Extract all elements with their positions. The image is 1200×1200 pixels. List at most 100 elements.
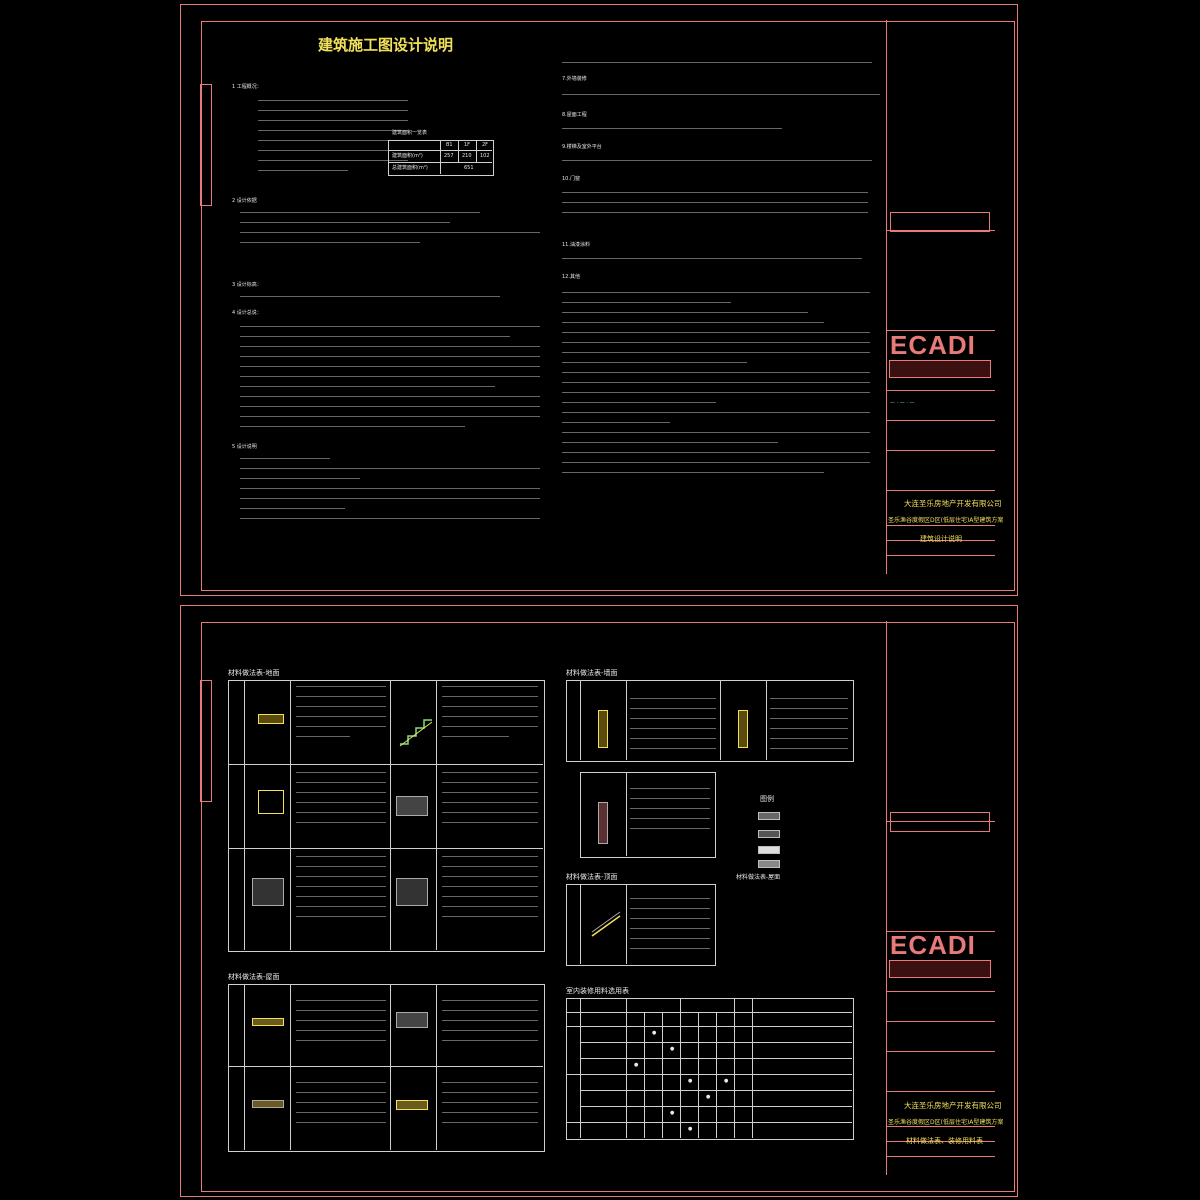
usage-mark: ● [688, 1078, 693, 1084]
drawing-name: 建筑设计说明 [920, 535, 962, 543]
ecadi-logo: ECADI [890, 930, 976, 960]
sheet-inner-frame [201, 21, 1015, 591]
title-block-small-table [890, 212, 990, 232]
table-rule [228, 1066, 543, 1067]
area-row-label: 总建筑面积(m²) [392, 165, 428, 171]
table-rule [436, 680, 437, 950]
section-heading: 8.屋面工程 [562, 112, 587, 118]
title-block-small-table [890, 812, 990, 832]
table-rule [580, 884, 581, 964]
table-rule [440, 140, 441, 174]
table-rule [566, 1026, 852, 1027]
section-heading: 2 设计依据 [232, 198, 257, 204]
notes-col-right-f [562, 258, 862, 268]
notes-col-right-d [562, 160, 872, 170]
usage-mark: ● [634, 1062, 639, 1068]
margin-stamp [200, 84, 212, 206]
section-heading: 10.门窗 [562, 176, 580, 182]
table-rule [566, 1122, 852, 1123]
project-name: 圣乐渔谷度假区D区(低层住宅)A型建筑方案 [888, 517, 1004, 524]
roof-spec-text [442, 1000, 538, 1050]
sheet-design-notes [180, 4, 1018, 596]
table-rule [752, 998, 753, 1138]
area-col-header: 2F [482, 142, 489, 148]
table-rule [390, 984, 391, 1150]
sheet-inner-frame [201, 622, 1015, 1192]
notes-col-left-e [240, 458, 540, 528]
usage-mark: ● [706, 1094, 711, 1100]
usage-mark: ● [652, 1030, 657, 1036]
table-title: 材料做法表-屋面 [228, 973, 280, 981]
area-col-header: 1F [464, 142, 471, 148]
table-rule [290, 984, 291, 1150]
floor-spec-text [296, 856, 386, 926]
section-heading: 9.楼梯及室外平台 [562, 144, 602, 150]
area-table [388, 140, 494, 176]
logo-band [889, 960, 991, 978]
table-rule [228, 764, 543, 765]
table-title: 材料做法表-墙面 [566, 669, 618, 677]
page-title: 建筑施工图设计说明 [318, 36, 454, 54]
table-rule [766, 680, 767, 760]
area-cell: 210 [462, 153, 472, 159]
notes-col-right-g [562, 292, 870, 482]
table-rule [734, 998, 735, 1138]
table-rule [680, 998, 681, 1138]
wall-swatch [598, 710, 608, 748]
notes-col-left-c [240, 296, 500, 306]
table-title: 材料做法表-地面 [228, 669, 280, 677]
table-rule [458, 140, 459, 162]
wall-swatch [738, 710, 748, 748]
floor-spec-text [442, 856, 538, 926]
floor-spec-text [296, 772, 386, 832]
floor-swatch [258, 790, 284, 814]
stair-detail [399, 719, 433, 747]
table-rule [580, 998, 581, 1138]
roof-swatch [252, 1018, 284, 1026]
notes-col-left-a [258, 100, 408, 180]
wall-spec-text [630, 788, 710, 838]
table-title: 材料做法表-顶面 [566, 873, 618, 881]
wall-spec-text [770, 698, 848, 758]
table-rule [716, 1012, 717, 1138]
table-rule [698, 1012, 699, 1138]
floor-table [228, 680, 545, 952]
legend-swatch [758, 830, 780, 838]
floor-spec-text [442, 686, 538, 746]
floor-swatch [252, 878, 284, 906]
table-rule [662, 1012, 663, 1138]
drawing-name: 材料做法表、装修用料表 [906, 1137, 983, 1145]
roof-swatch [396, 1012, 428, 1028]
area-table-title: 建筑面积一览表 [392, 130, 428, 136]
table-rule [626, 772, 627, 856]
table-rule [626, 680, 627, 760]
table-rule [436, 984, 437, 1150]
ceiling-detail [591, 911, 621, 937]
project-name: 圣乐渔谷度假区D区(低层住宅)A型建筑方案 [888, 1119, 1004, 1126]
table-rule [720, 680, 721, 760]
roof-table [228, 984, 545, 1152]
area-row-label: 建筑面积(m²) [392, 153, 423, 159]
floor-swatch [396, 796, 428, 816]
logo-band [889, 360, 991, 378]
table-rule [244, 680, 245, 950]
usage-mark: ● [688, 1126, 693, 1132]
table-rule [476, 140, 477, 162]
section-heading: 12.其他 [562, 274, 580, 280]
ceiling-table [566, 884, 716, 966]
ceiling-spec-text [630, 898, 710, 958]
notes-col-left-b [240, 212, 540, 252]
table-rule [244, 984, 245, 1150]
client-name: 大连圣乐房地产开发有限公司 [904, 499, 1002, 508]
area-cell: 651 [464, 165, 474, 171]
roof-swatch [252, 1100, 284, 1108]
table-rule [566, 1012, 852, 1013]
table-rule [626, 998, 627, 1138]
client-name: 大连圣乐房地产开发有限公司 [904, 1101, 1002, 1110]
notes-col-right-e [562, 192, 868, 222]
margin-stamp [200, 680, 212, 802]
section-heading: 7.外墙装修 [562, 76, 587, 82]
wall-table-2 [580, 772, 716, 858]
roof-spec-text [296, 1082, 386, 1132]
area-cell: 102 [480, 153, 490, 159]
